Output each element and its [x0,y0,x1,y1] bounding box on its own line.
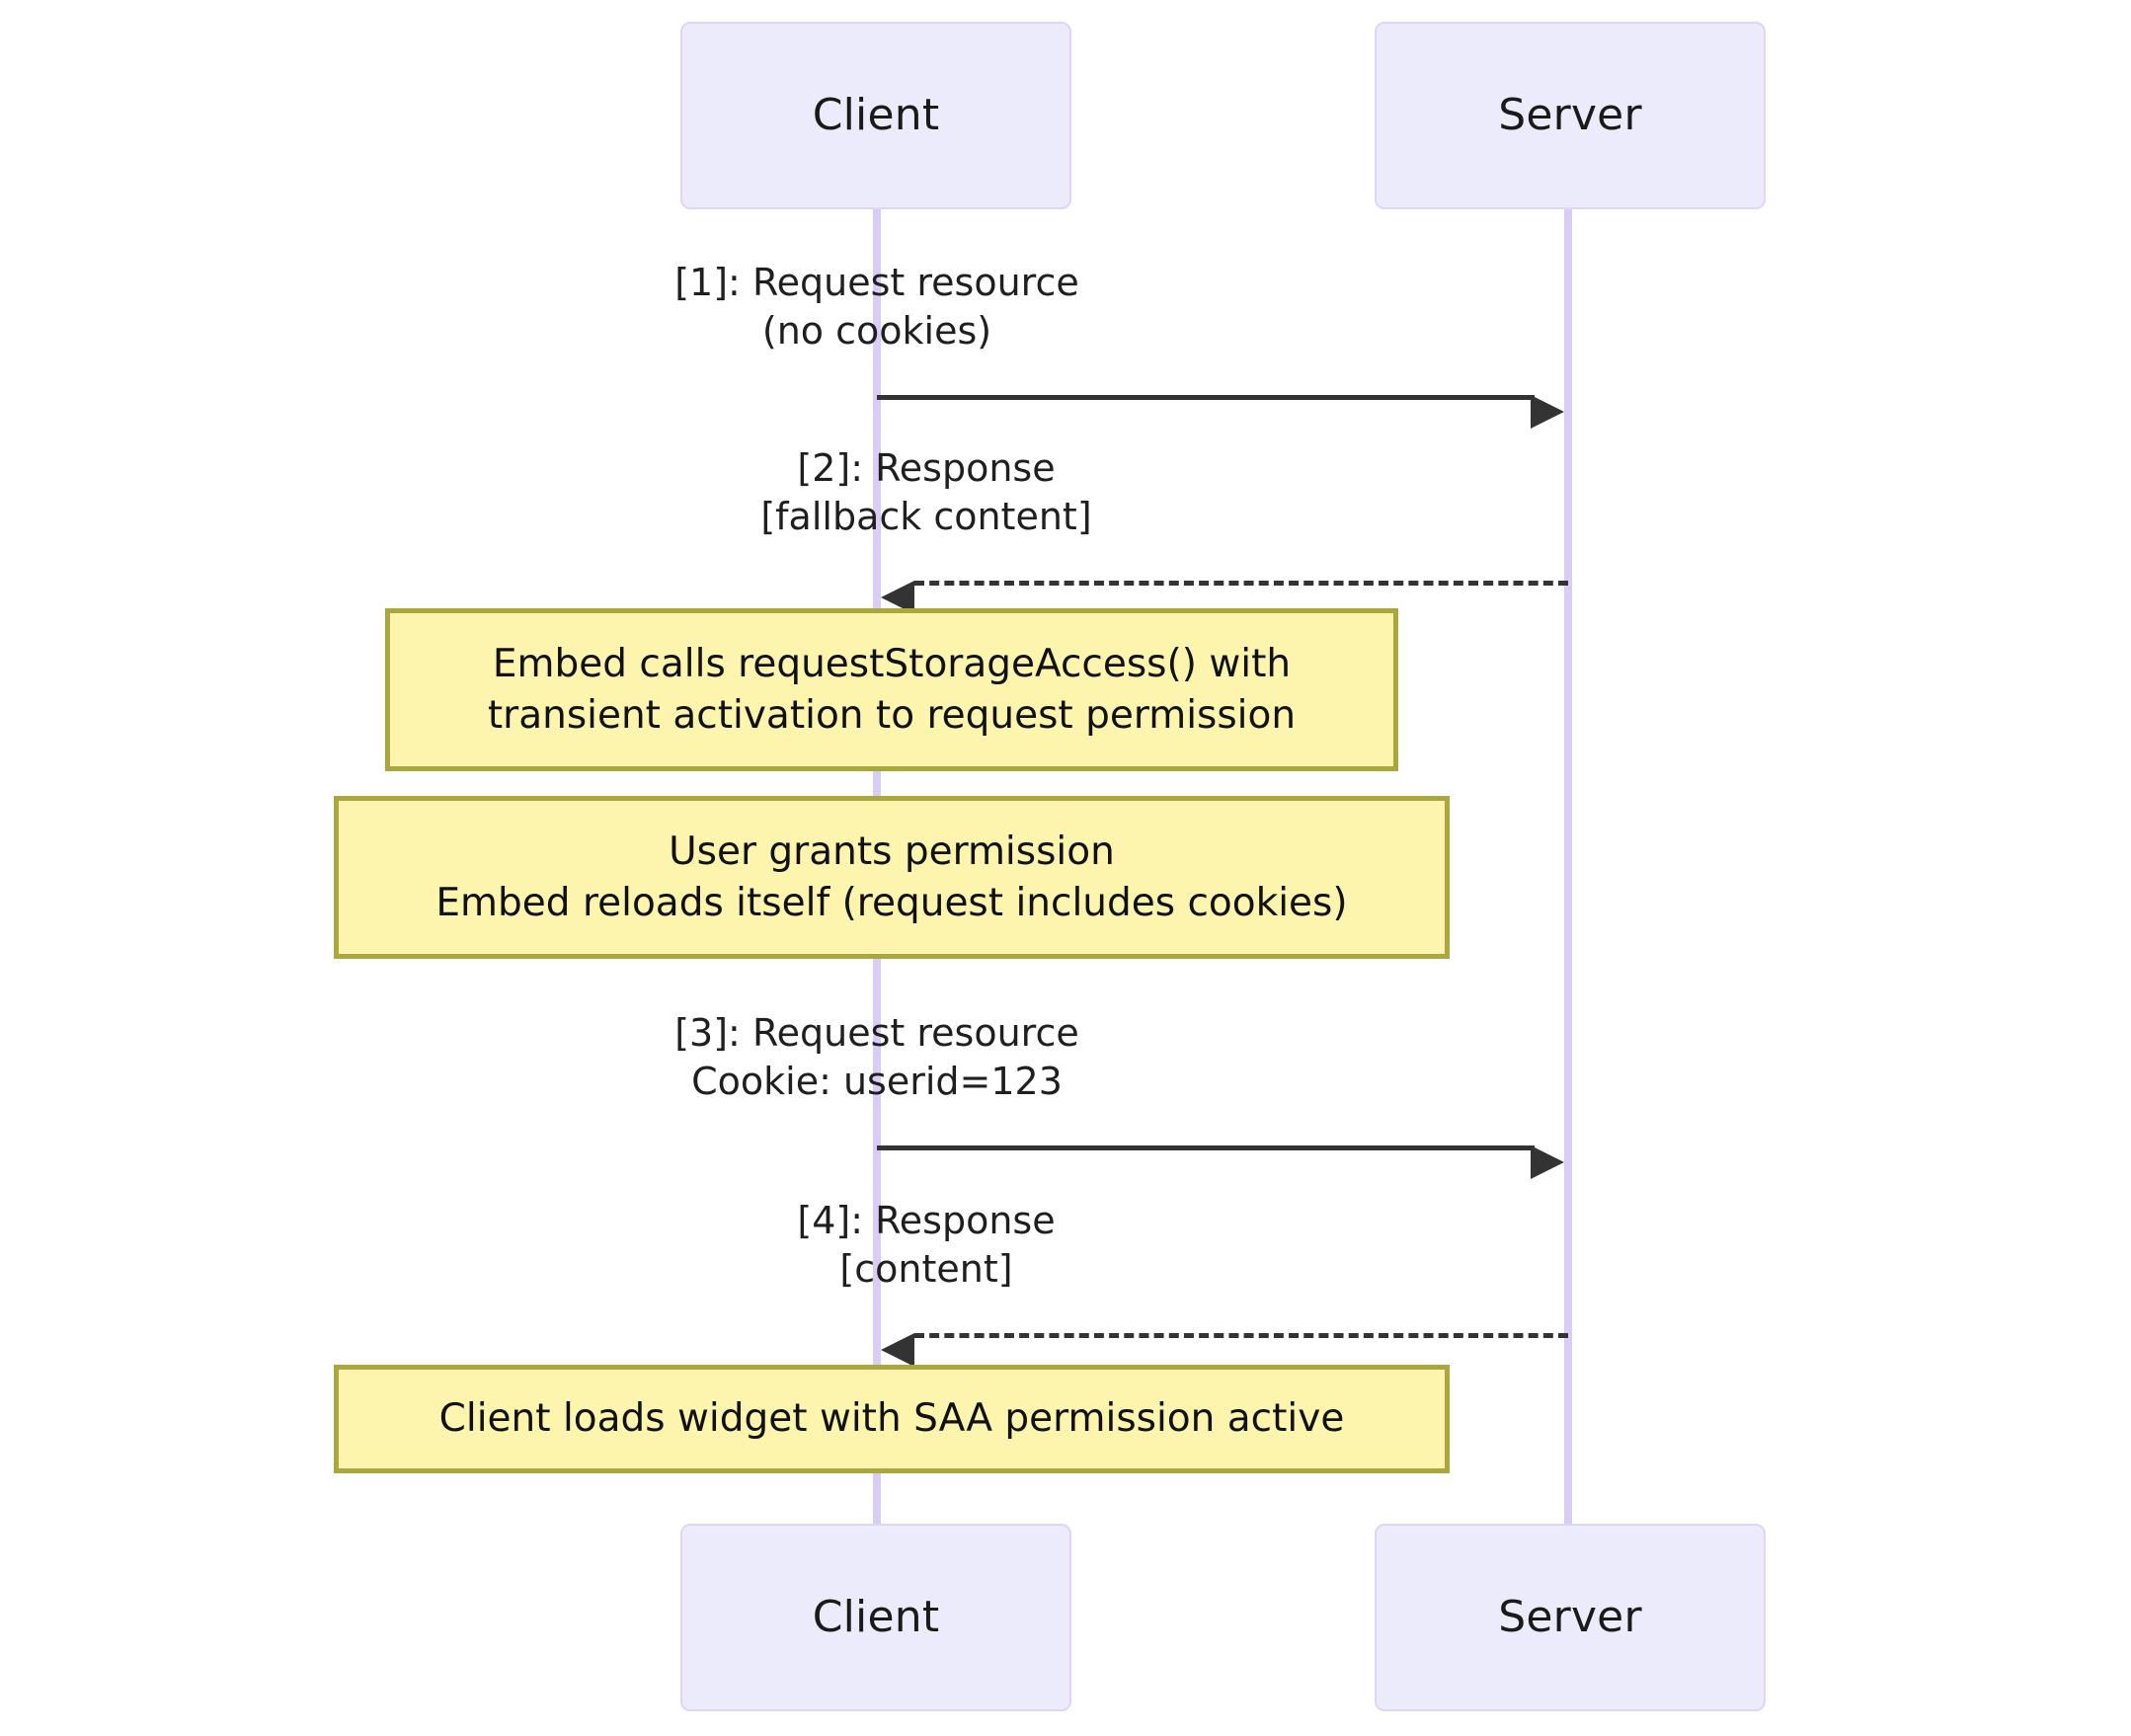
lifeline-server [1564,209,1572,1524]
message-1-arrowhead [1531,395,1564,429]
note-request-storage-access: Embed calls requestStorageAccess() with … [385,608,1398,771]
note-request-storage-access-text: Embed calls requestStorageAccess() with … [487,641,1297,738]
actor-label-client-top: Client [812,90,940,140]
actor-label-server-top: Server [1498,90,1642,140]
message-2-label: [2]: Response [fallback content] [760,446,1092,538]
message-3-line [877,1145,1535,1150]
message-4-label: [4]: Response [content] [797,1199,1056,1291]
message-3-label: [3]: Request resource Cookie: userid=123 [674,1011,1079,1103]
note-client-loads-widget: Client loads widget with SAA permission … [334,1365,1450,1473]
message-1-line [877,395,1535,400]
message-3-arrowhead [1531,1145,1564,1179]
note-client-loads-widget-text: Client loads widget with SAA permission … [438,1396,1345,1442]
actor-label-server-bottom: Server [1498,1592,1642,1642]
message-2-line [914,581,1568,586]
actor-label-client-bottom: Client [812,1592,940,1642]
message-4-arrowhead [881,1333,914,1367]
actor-box-server-bottom[interactable]: Server [1375,1524,1766,1711]
message-1-label: [1]: Request resource (no cookies) [674,261,1079,353]
actor-box-client-bottom[interactable]: Client [680,1524,1071,1711]
actor-box-server-top[interactable]: Server [1375,22,1766,209]
note-user-grants-permission-text: User grants permission Embed reloads its… [435,829,1348,925]
note-user-grants-permission: User grants permission Embed reloads its… [334,796,1450,959]
message-4-line [914,1333,1568,1338]
actor-box-client-top[interactable]: Client [680,22,1071,209]
